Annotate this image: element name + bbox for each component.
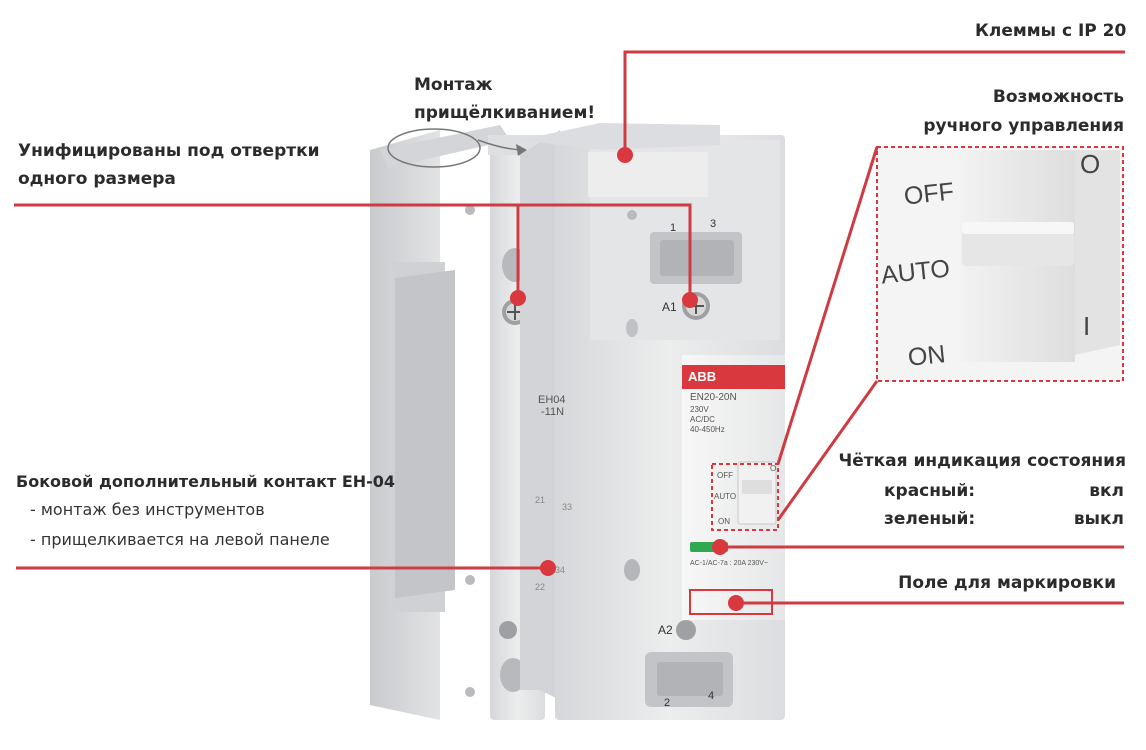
label-manual-1: Возможность	[992, 87, 1124, 107]
switch-pos-off: OFF	[902, 177, 956, 211]
switch-small-on: ON	[718, 517, 730, 526]
terminal-3: 3	[710, 218, 717, 230]
dot-indicator	[712, 539, 728, 555]
coil-a2: A2	[658, 623, 673, 637]
label-aux-title: Боковой дополнительный контакт EH-04	[16, 472, 396, 491]
device-spec-current: AC/DC	[690, 415, 715, 424]
device-spec-freq: 40-450Hz	[690, 425, 725, 434]
switch-small-auto: AUTO	[714, 492, 737, 501]
coil-a1: A1	[662, 300, 677, 314]
terminal-1: 1	[670, 222, 677, 234]
callout-lines	[14, 50, 1125, 605]
label-manual-2: ручного управления	[923, 116, 1124, 136]
terminal-4: 4	[708, 690, 715, 702]
switch-zoom-panel	[876, 146, 1124, 382]
aux-model-2: -11N	[541, 406, 565, 418]
switch-small-frame	[711, 463, 779, 531]
aux-contact-21: 21	[535, 495, 546, 505]
dot-marking	[728, 595, 744, 611]
label-indication-title: Чёткая индикация состояния	[838, 451, 1126, 471]
callout-zoom-top	[776, 146, 879, 465]
switch-mark-o: O	[1080, 149, 1101, 179]
switch-small-o: O	[770, 464, 777, 473]
callout-terminals	[623, 50, 1125, 155]
device-rating: AC-1/AC-7a : 20A 230V~	[690, 560, 769, 567]
aux-contact-22: 22	[535, 582, 546, 592]
dot-screw-main	[682, 292, 698, 308]
label-indication-red-value: вкл	[1089, 481, 1124, 501]
aux-model-1: EH04	[538, 394, 566, 406]
callout-dots	[510, 147, 744, 611]
dot-screw-aux	[510, 290, 526, 306]
aux-contact-33: 33	[562, 502, 573, 512]
label-aux-bullet-2: - прищелкивается на левой панеле	[30, 530, 330, 549]
label-indication-green-value: выкл	[1073, 509, 1124, 529]
mounting-ellipse	[387, 128, 481, 168]
label-aux-bullet-1: - монтаж без инструментов	[30, 500, 265, 519]
callout-zoom-bottom	[776, 380, 879, 521]
label-mounting-2: прищёлкиванием!	[414, 103, 596, 123]
switch-pos-on: ON	[906, 340, 947, 372]
label-mounting-1: Монтаж	[414, 75, 493, 95]
label-indication-green: зеленый:	[884, 509, 976, 529]
dot-terminals	[617, 147, 633, 163]
dot-aux	[540, 560, 556, 576]
label-terminals: Клеммы с IP 20	[975, 21, 1127, 41]
main-contactor	[465, 123, 785, 720]
switch-small-off: OFF	[717, 471, 733, 480]
aux-contact-34: 34	[555, 565, 566, 575]
callout-screwdriver	[14, 203, 692, 300]
label-indication-red: красный:	[884, 481, 976, 501]
label-marking-field: Поле для маркировки	[898, 573, 1116, 593]
brand-logo: ABB	[688, 369, 717, 384]
arrowhead	[516, 144, 527, 156]
label-screwdriver-2: одного размера	[18, 169, 176, 189]
label-screwdriver-1: Унифицированы под отвертки	[18, 141, 320, 161]
switch-mark-i: I	[1083, 311, 1091, 341]
device-model: EN20-20N	[690, 392, 737, 403]
terminal-2: 2	[664, 697, 671, 709]
device-spec-voltage: 230V	[690, 405, 709, 414]
